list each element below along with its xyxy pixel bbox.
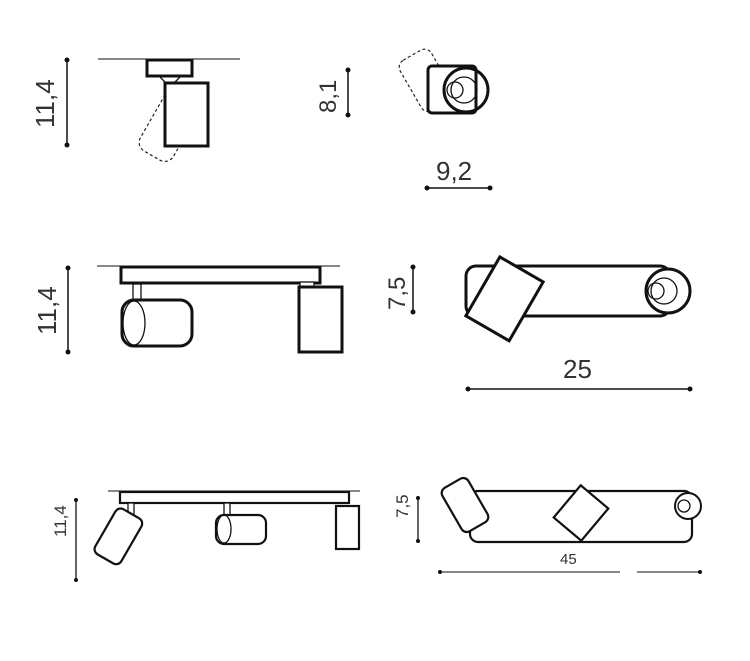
dimension-endpoint — [74, 498, 78, 502]
dimension-endpoint — [74, 578, 78, 582]
base-square — [426, 64, 478, 115]
dimension-endpoint — [410, 264, 416, 270]
dimension-endpoint — [416, 496, 420, 500]
dimension-endpoint — [424, 185, 430, 191]
dimension-endpoint — [644, 267, 692, 315]
dimension-endpoint — [416, 539, 420, 543]
dimension-endpoint — [465, 386, 471, 392]
row-1-side-view: 11,4 — [30, 57, 240, 163]
dimension-endpoint — [674, 492, 702, 520]
dimension-endpoint — [647, 282, 665, 300]
dimension-endpoint — [345, 67, 351, 73]
dimension-endpoint — [698, 570, 702, 574]
dimension-endpoint — [438, 570, 442, 574]
ceiling-mount — [145, 58, 194, 78]
drawing-stroke — [398, 48, 455, 113]
dimension-endpoint — [65, 349, 71, 355]
spot-vertical — [334, 504, 361, 551]
dimension-endpoint — [450, 76, 478, 104]
drawing-stroke — [398, 48, 455, 113]
mounting-bar — [119, 265, 322, 285]
mounting-bar — [118, 490, 351, 505]
row-3-side-view: 11,4 — [51, 490, 361, 582]
row-3-top-view: 7,5 45 — [393, 476, 702, 574]
drawing-stroke — [132, 283, 142, 301]
dimension-endpoint — [650, 277, 678, 305]
dimension-endpoint — [64, 57, 70, 63]
length-label: 45 — [560, 551, 577, 568]
drawing-stroke — [440, 476, 490, 534]
drawing-stroke — [122, 300, 146, 346]
row-2-side-view: 11,4 — [32, 265, 344, 355]
depth-label: 7,5 — [384, 277, 411, 310]
drawing-stroke — [216, 514, 232, 544]
spot-horizontal — [120, 298, 194, 348]
drawing-stroke — [552, 483, 610, 543]
row-1-top-view: 8,1 9,2 — [315, 48, 493, 191]
dimension-endpoint — [687, 386, 693, 392]
spot-head-left — [440, 476, 490, 534]
drawing-stroke — [463, 254, 546, 343]
dimension-endpoint — [677, 499, 691, 513]
length-label: 25 — [563, 354, 592, 384]
height-label: 11,4 — [30, 79, 60, 128]
dimension-endpoint — [487, 185, 493, 191]
dimension-endpoint — [410, 309, 416, 315]
spot-head-middle — [552, 483, 610, 543]
spot-cylinder — [163, 81, 210, 148]
drawing-stroke — [93, 507, 144, 566]
width-label: 9,2 — [436, 156, 472, 186]
dimension-endpoint — [446, 81, 464, 99]
height-label: 11,4 — [32, 286, 62, 335]
dimension-endpoint — [64, 142, 70, 148]
spot-vertical — [297, 285, 344, 354]
height-label: 11,4 — [51, 505, 70, 537]
dimension-endpoint — [65, 265, 71, 271]
dimension-endpoint — [345, 112, 351, 118]
depth-label: 8,1 — [315, 80, 342, 113]
spot-horizontal — [214, 513, 268, 546]
dimension-endpoint — [442, 66, 490, 114]
depth-label: 7,5 — [393, 494, 412, 518]
row-2-top-view: 7,5 25 — [384, 254, 693, 392]
spot-tilted — [93, 507, 144, 566]
spot-head-top — [463, 254, 546, 343]
